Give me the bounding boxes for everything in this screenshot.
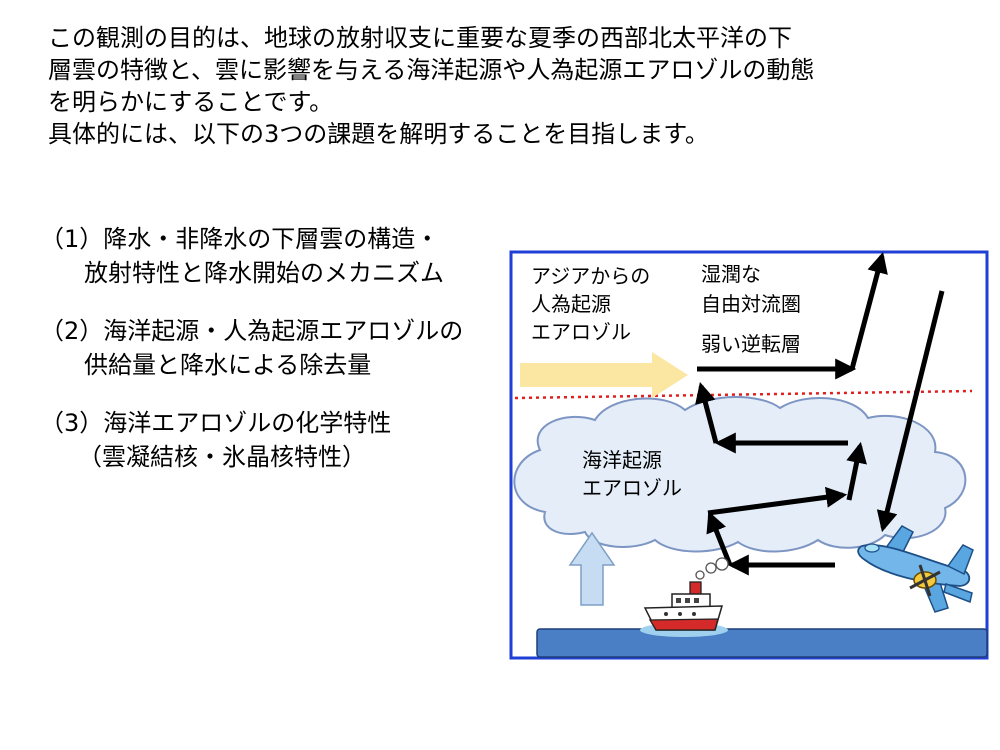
task-item-3: （3）海洋エアロゾルの化学特性 （雲凝結核・氷晶核特性） bbox=[40, 406, 500, 474]
inversion-line bbox=[514, 389, 973, 400]
sea-spray-arrow bbox=[706, 511, 733, 566]
task-line: 供給量と降水による除去量 bbox=[84, 351, 372, 379]
intro-line: この観測の目的は、地球の放射収支に重要な夏季の西部北太平洋の下 bbox=[48, 24, 792, 52]
inversion-label: 弱い逆転層 bbox=[701, 332, 801, 356]
asian-aerosol-label: アジアからの 人為起源 エアロゾル bbox=[531, 264, 657, 344]
marine-aerosol-label-line: エアロゾル bbox=[582, 476, 682, 500]
cloud-shape bbox=[513, 396, 967, 553]
intro-line: 層雲の特徴と、雲に影響を与える海洋起源や人為起源エアロゾルの動態 bbox=[48, 56, 815, 84]
task-line: （2）海洋起源・人為起源エアロゾルの bbox=[40, 317, 464, 345]
task-line: （雲凝結核・氷晶核特性） bbox=[78, 443, 366, 471]
ocean-surface bbox=[536, 628, 988, 658]
asian-aerosol-import-arrow bbox=[520, 352, 688, 398]
sea-uplift-arrow bbox=[568, 531, 616, 606]
asian-aerosol-label-line: 人為起源 bbox=[531, 292, 611, 316]
cloud-rise-arrow bbox=[695, 381, 719, 444]
marine-aerosol-label-line: 海洋起源 bbox=[582, 448, 662, 472]
task-line: 放射特性と降水開始のメカニズム bbox=[84, 259, 444, 287]
circulation-arrows bbox=[695, 251, 945, 576]
research-aircraft-icon bbox=[857, 525, 974, 613]
intro-text: この観測の目的は、地球の放射収支に重要な夏季の西部北太平洋の下 層雲の特徴と、雲… bbox=[48, 22, 948, 150]
descent-arrow bbox=[876, 290, 945, 533]
task-item-2: （2）海洋起源・人為起源エアロゾルの 供給量と降水による除去量 bbox=[40, 314, 500, 382]
marine-aerosol-label: 海洋起源 エアロゾル bbox=[582, 448, 682, 500]
intro-line: 具体的には、以下の3つの課題を解明することを目指します。 bbox=[48, 120, 709, 148]
task-line: （1）降水・非降水の下層雲の構造・ bbox=[40, 225, 440, 253]
task-line: （3）海洋エアロゾルの化学特性 bbox=[40, 409, 392, 437]
free-troposphere-label-line: 自由対流圏 bbox=[701, 292, 801, 316]
ascent-arrow bbox=[849, 251, 888, 370]
free-troposphere-label: 湿潤な 自由対流圏 bbox=[701, 262, 801, 316]
task-item-1: （1）降水・非降水の下層雲の構造・ 放射特性と降水開始のメカニズム bbox=[40, 222, 500, 290]
task-list: （1）降水・非降水の下層雲の構造・ 放射特性と降水開始のメカニズム （2）海洋起… bbox=[40, 222, 500, 498]
free-troposphere-label-line: 湿潤な bbox=[701, 262, 761, 286]
asian-aerosol-label-line: エアロゾル bbox=[531, 320, 631, 344]
cloud-lift-arrow bbox=[846, 441, 867, 501]
intro-line: を明らかにすることです。 bbox=[48, 88, 334, 116]
marine-outflow-arrow bbox=[707, 486, 848, 516]
research-ship-icon bbox=[640, 557, 729, 637]
asian-aerosol-label-line: アジアからの bbox=[531, 264, 650, 288]
